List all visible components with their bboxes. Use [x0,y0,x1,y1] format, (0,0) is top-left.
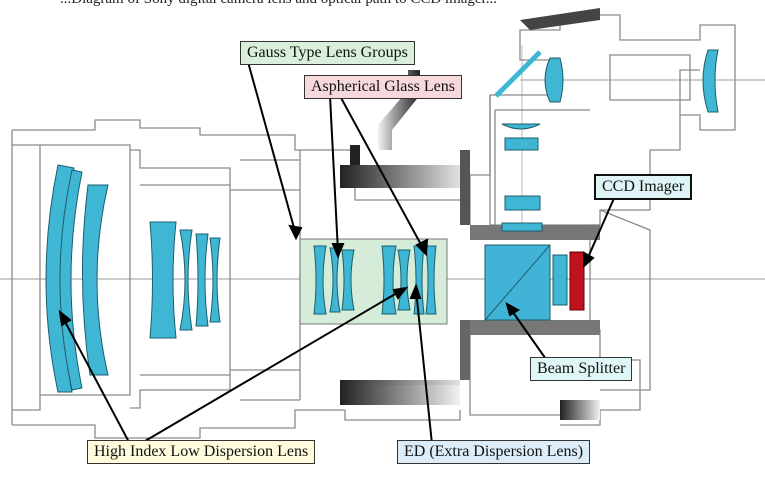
viewfinder-mirror [494,50,542,98]
beam-splitter-assembly [484,244,585,321]
front-lens-group [45,164,221,393]
second-group-lens-2 [179,229,193,331]
callout-arrows [58,61,616,445]
front-lens-2 [59,169,83,391]
second-group-lens-1 [149,221,177,339]
ccd-imager-label: CCD Imager [594,174,693,200]
beam-splitter-label: Beam Splitter [530,357,633,381]
ccd-imager-chip [569,251,585,311]
gauss-type-lens-groups-label: Gauss Type Lens Groups [240,41,415,65]
lens-barrel-housing [11,14,736,439]
top-caption: ...Diagram of Sony digital camera lens a… [60,0,497,8]
aspherical-glass-lens-label: Aspherical Glass Lens [304,75,462,99]
second-group-lens-3 [195,233,209,327]
ed-extra-dispersion-lens-label: ED (Extra Dispersion Lens) [397,440,591,464]
viewfinder-lens-group [494,49,719,232]
high-index-low-dispersion-lens-label: High Index Low Dispersion Lens [87,440,316,464]
front-lens-3 [81,184,109,376]
gauss-lens-group [313,245,437,315]
second-group-lens-4 [209,237,221,323]
